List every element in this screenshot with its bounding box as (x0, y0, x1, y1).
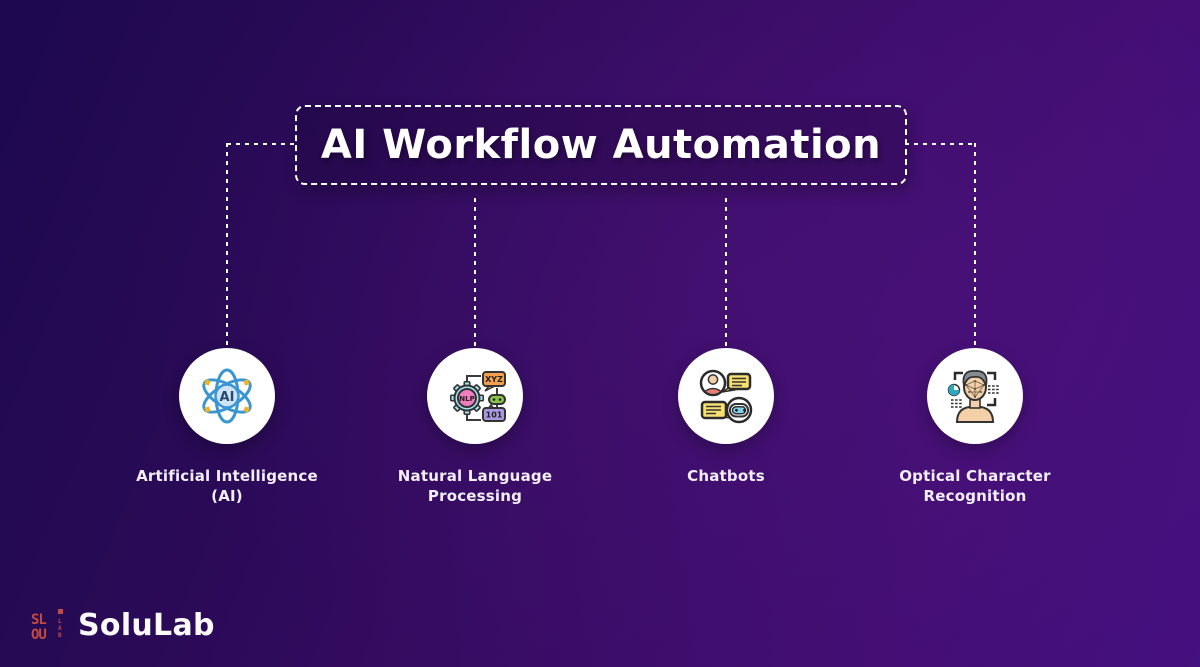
node-label: Artificial Intelligence (AI) (136, 467, 318, 505)
node-circle: AI (179, 348, 275, 444)
page-title: AI Workflow Automation (320, 122, 882, 168)
node-label: Optical Character Recognition (899, 467, 1051, 505)
connector-ai-horizontal (227, 143, 295, 145)
node-label: Chatbots (687, 467, 765, 485)
brand-logo: SL OU L A B SoluLab (30, 606, 215, 646)
node-circle: NLP XYZ 101 (427, 348, 523, 444)
node-label: Natural Language Processing (397, 467, 553, 505)
svg-text:A: A (58, 625, 62, 632)
logo-mark-top: SL (31, 612, 46, 628)
connector-ocr-vertical (974, 143, 976, 348)
title-box: AI Workflow Automation (295, 105, 907, 185)
svg-text:L: L (58, 618, 62, 625)
svg-text:B: B (58, 632, 62, 639)
brand-name: SoluLab (78, 608, 215, 643)
node-circle (678, 348, 774, 444)
node-circle (927, 348, 1023, 444)
solulab-logo-mark-icon: SL OU L A B (31, 609, 63, 643)
chatbot-conversation-icon (699, 369, 753, 424)
connector-nlp-vertical (474, 198, 476, 348)
binary-bubble-text: 101 (486, 411, 503, 420)
node-chatbots: Chatbots (616, 348, 836, 486)
ai-icon-text: AI (220, 390, 235, 405)
nlp-icon-text: NLP (459, 395, 474, 403)
node-natural-language-processing: NLP XYZ 101 Natural Language Processing (365, 348, 585, 506)
xyz-bubble-text: XYZ (485, 375, 503, 384)
connector-ocr-horizontal (905, 143, 975, 145)
nlp-gear-icon: NLP XYZ 101 (449, 371, 506, 422)
node-artificial-intelligence: AI Artificial Intelligence (AI) (117, 348, 337, 506)
face-recognition-icon (947, 370, 999, 423)
logo-mark-bottom: OU (31, 627, 46, 643)
connector-ai-vertical (226, 143, 228, 348)
node-optical-character-recognition: Optical Character Recognition (865, 348, 1085, 506)
ai-atom-icon: AI (202, 368, 252, 424)
connector-chatbots-vertical (725, 198, 727, 348)
